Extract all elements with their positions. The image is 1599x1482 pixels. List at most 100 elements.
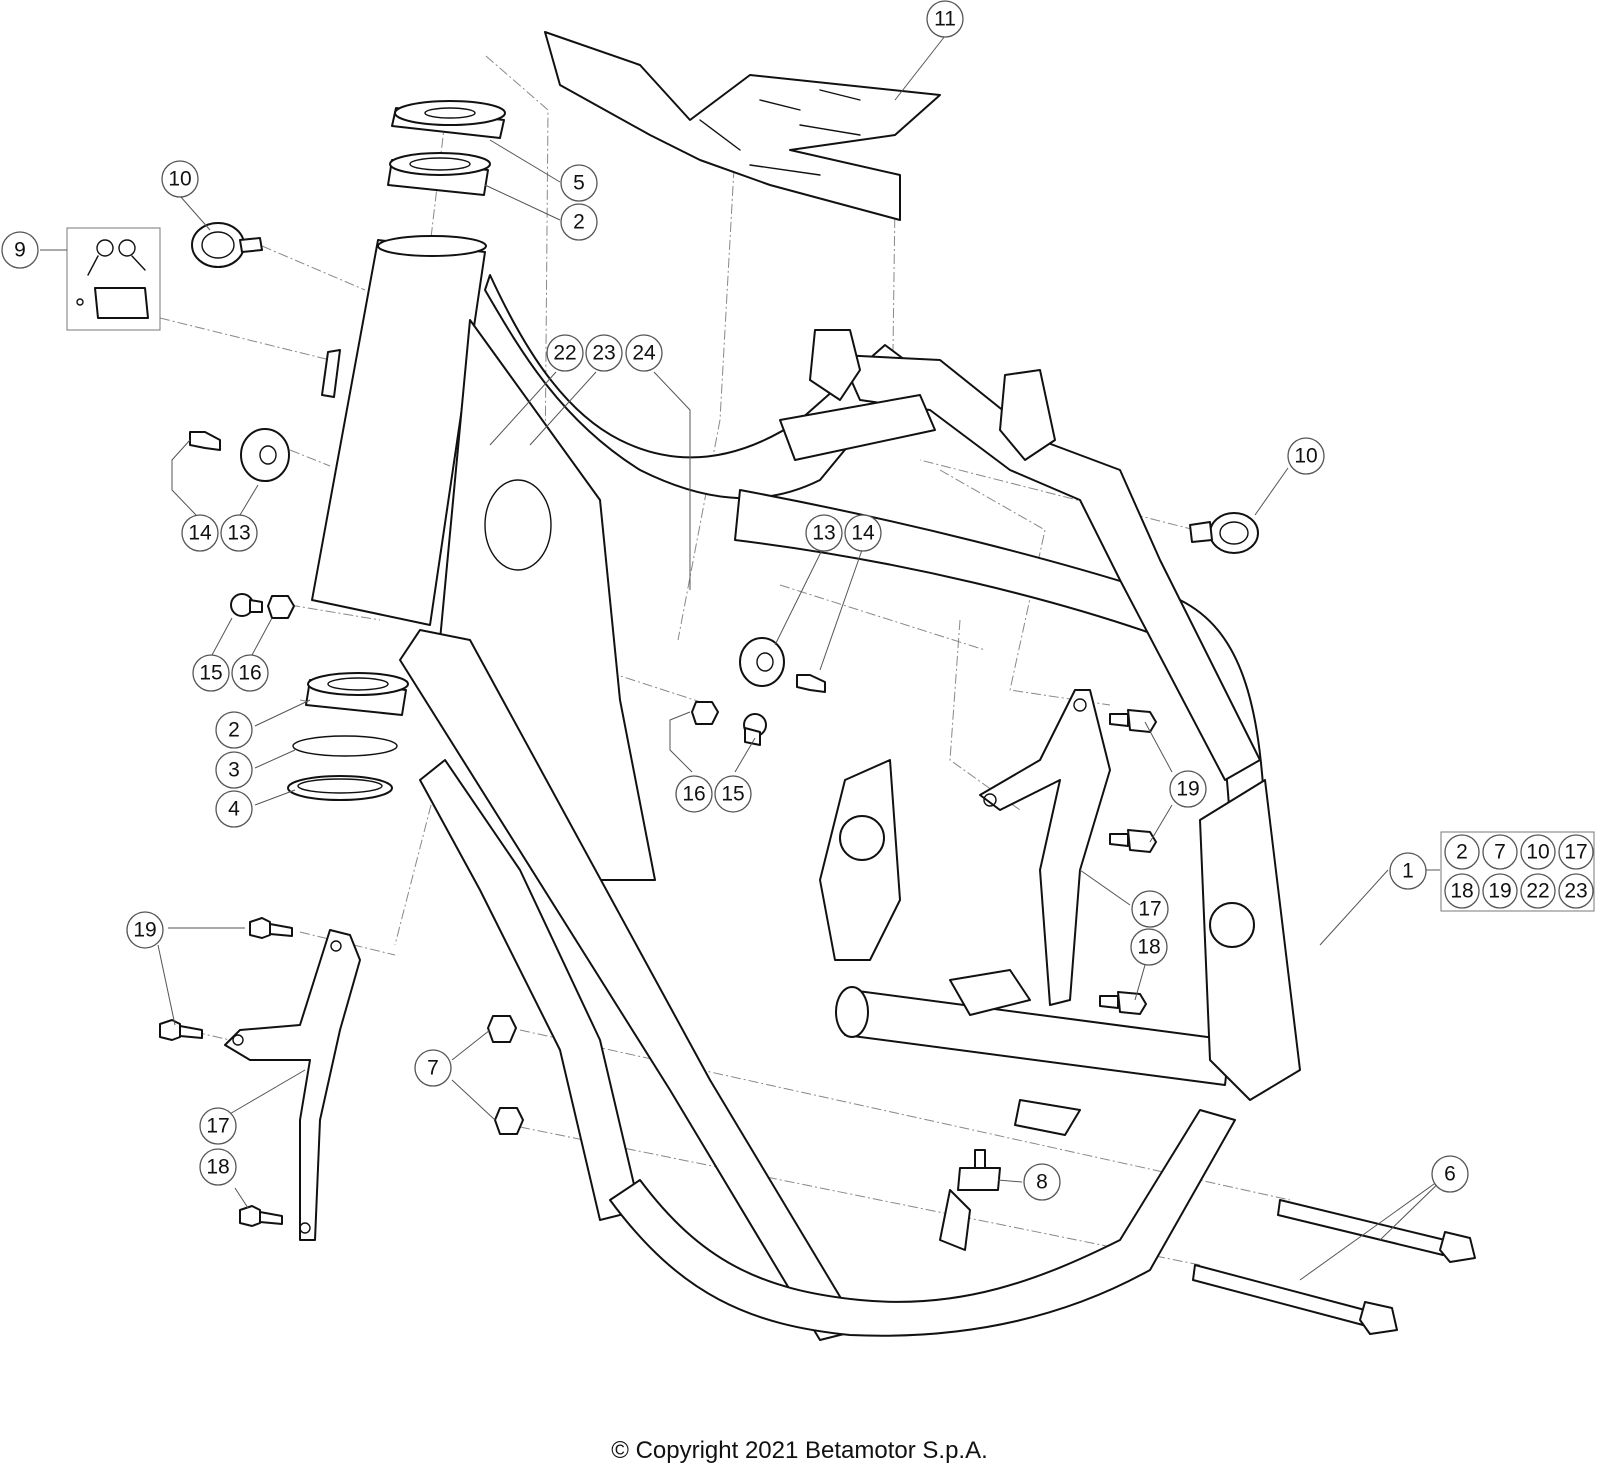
kit-item-7: 7: [1482, 834, 1518, 870]
callout-label: 10: [1294, 445, 1317, 468]
bolt-15-left: [230, 593, 263, 617]
callout-16: 16: [231, 654, 269, 692]
kit-item-label: 2: [1456, 841, 1468, 864]
callout-14-right: 14: [844, 514, 882, 552]
callout-label: 9: [14, 239, 26, 262]
engine-bolts-6: [1192, 1199, 1476, 1335]
callout-23: 23: [585, 334, 623, 372]
bushing-13-right: [739, 637, 785, 687]
kit-item-label: 17: [1564, 841, 1587, 864]
bolt-18-left: [239, 1205, 283, 1227]
callout-label: 5: [573, 172, 585, 195]
callout-label: 11: [934, 8, 956, 31]
callout-13-right: 13: [805, 514, 843, 552]
kit-contents-callouts: 2 7 10 17 18 19 22 23: [1444, 834, 1594, 909]
bolt-19-left-top: [249, 917, 293, 939]
kit-contents-box: [1440, 831, 1595, 912]
kit-item-label: 19: [1488, 880, 1511, 903]
callout-5: 5: [560, 164, 598, 202]
bolt-19-right-top: [1109, 709, 1157, 733]
kit-item-label: 7: [1494, 841, 1506, 864]
callout-label: 4: [228, 798, 240, 821]
bearing-2-bottom: [305, 672, 409, 716]
kit-item-label: 10: [1526, 841, 1549, 864]
callout-label: 6: [1444, 1163, 1456, 1186]
callout-14: 14: [181, 514, 219, 552]
callout-18-right: 18: [1130, 928, 1168, 966]
callout-label: 1: [1402, 860, 1414, 883]
kit-item-label: 23: [1564, 880, 1587, 903]
callout-label: 16: [682, 783, 705, 806]
bearing-2-top: [387, 152, 491, 196]
callouts: 11 5 2 10 9 22 23 24 14 13 10 13 14 15 1…: [1, 0, 1469, 1201]
nut-16-right: [691, 701, 719, 725]
kit-item-18: 18: [1444, 873, 1480, 909]
callout-label: 17: [206, 1115, 229, 1138]
bolt-19-left-bottom: [159, 1019, 203, 1041]
kit-item-17: 17: [1558, 834, 1594, 870]
callout-label: 18: [1137, 936, 1160, 959]
callout-label: 22: [553, 342, 576, 365]
callout-22: 22: [546, 334, 584, 372]
kit-item-10: 10: [1520, 834, 1556, 870]
engine-mount-plate-17-right: [979, 689, 1111, 1006]
callout-16-right: 16: [675, 775, 713, 813]
copyright-notice: © Copyright 2021 Betamotor S.p.A.: [611, 1437, 988, 1464]
lock-kit-9: [66, 227, 161, 331]
callout-label: 7: [427, 1057, 439, 1080]
callout-label: 18: [206, 1156, 229, 1179]
callout-3: 3: [215, 751, 253, 789]
callout-8: 8: [1023, 1163, 1061, 1201]
bolt-15-right: [743, 713, 767, 746]
callout-label: 19: [1176, 778, 1199, 801]
callout-label: 14: [851, 522, 875, 545]
engine-mount-plate-17-left: [224, 929, 361, 1241]
callout-18-left: 18: [199, 1148, 237, 1186]
bolt-14-right: [796, 674, 826, 693]
cable-clip-10-left: [191, 222, 263, 268]
motorcycle-frame: [311, 235, 1301, 1341]
callout-label: 24: [632, 342, 656, 365]
nut-7-top: [487, 1015, 517, 1043]
circlip-4: [287, 775, 393, 801]
bearing-seal-5: [391, 100, 506, 139]
callout-2-lower: 2: [215, 711, 253, 749]
bolt-14-left: [189, 431, 221, 451]
callout-label: 13: [812, 522, 835, 545]
kit-item-2: 2: [1444, 834, 1480, 870]
callout-label: 13: [227, 522, 250, 545]
callout-1: 1: [1389, 852, 1427, 890]
callout-24: 24: [625, 334, 663, 372]
nut-7-bottom: [494, 1107, 524, 1135]
callout-10-right: 10: [1287, 437, 1325, 475]
callout-label: 19: [133, 919, 156, 942]
callout-15-right: 15: [714, 775, 752, 813]
callout-2: 2: [560, 203, 598, 241]
callout-15: 15: [192, 654, 230, 692]
cage-nut-8: [957, 1149, 1001, 1191]
assembly-axes: [159, 55, 1291, 1266]
callout-label: 10: [168, 168, 191, 191]
kit-item-label: 18: [1450, 880, 1473, 903]
nut-16-left: [267, 595, 295, 619]
kit-item-23: 23: [1558, 873, 1594, 909]
kit-item-19: 19: [1482, 873, 1518, 909]
callout-label: 14: [188, 522, 212, 545]
kit-item-22: 22: [1520, 873, 1556, 909]
callout-19-left: 19: [126, 911, 164, 949]
cable-clip-10-right: [1189, 512, 1259, 554]
callout-label: 15: [721, 783, 744, 806]
callout-10: 10: [161, 160, 199, 198]
callout-label: 16: [238, 662, 261, 685]
callout-6: 6: [1431, 1155, 1469, 1193]
callout-11: 11: [926, 0, 964, 38]
callout-label: 17: [1138, 898, 1161, 921]
callout-label: 3: [228, 759, 240, 782]
callout-label: 2: [228, 719, 240, 742]
callout-9: 9: [1, 231, 39, 269]
o-ring-3: [292, 735, 398, 757]
bolt-19-right-bottom: [1109, 829, 1157, 853]
callout-label: 15: [199, 662, 222, 685]
callout-label: 2: [573, 211, 585, 234]
